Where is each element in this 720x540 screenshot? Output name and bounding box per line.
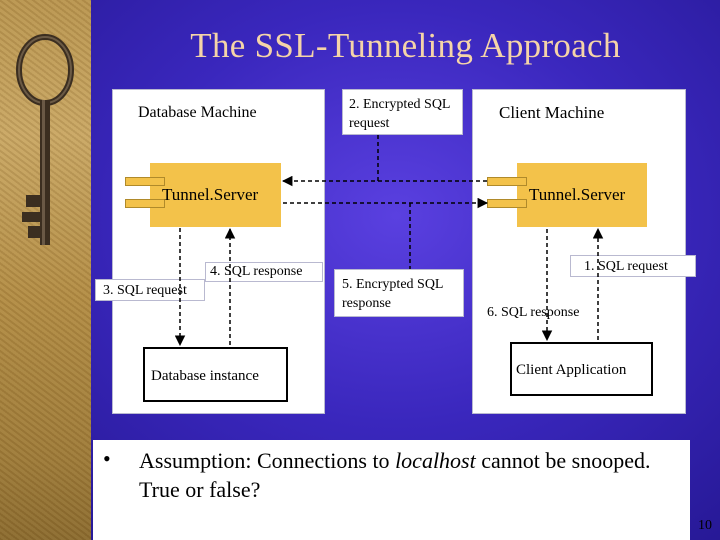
assumption-suffix: cannot be snooped. — [475, 448, 651, 473]
client-application-box: Client Application — [510, 342, 653, 396]
bullet-background — [93, 440, 690, 540]
page-number: 10 — [698, 518, 712, 533]
db-tunnel-connector-bottom — [125, 199, 165, 208]
db-tunnel-connector-top — [125, 177, 165, 186]
client-sql-response-label: 6. SQL response — [487, 305, 580, 320]
client-application-label: Client Application — [516, 362, 627, 378]
assumption-text: Assumption: Connections to localhost can… — [139, 446, 679, 504]
client-tunnel-connector-top — [487, 177, 527, 186]
database-instance-label: Database instance — [151, 368, 259, 384]
encrypted-response-label-panel — [334, 269, 464, 317]
db-request-label-panel — [95, 279, 205, 301]
client-tunnel-server-label: Tunnel.Server — [529, 185, 626, 204]
client-request-label-panel — [570, 255, 696, 277]
encrypted-request-label: 2. Encrypted SQL request — [349, 97, 450, 131]
encrypted-request-label-panel — [342, 89, 463, 135]
client-machine-label: Client Machine — [499, 103, 605, 122]
db-tunnel-server-box — [150, 163, 281, 227]
db-response-label-panel — [205, 262, 323, 282]
wood-side-panel — [0, 0, 91, 540]
db-sql-request-label: 3. SQL request — [103, 283, 187, 298]
database-machine-label: Database Machine — [138, 104, 257, 121]
database-instance-box: Database instance — [143, 347, 288, 402]
db-sql-response-label: 4. SQL response — [210, 264, 303, 279]
slide-title: The SSL-Tunneling Approach — [190, 26, 621, 65]
assumption-question: True or false? — [139, 477, 261, 502]
assumption-prefix: Assumption: Connections to — [139, 448, 396, 473]
client-tunnel-server-box — [517, 163, 647, 227]
assumption-emphasis: localhost — [395, 448, 476, 473]
db-tunnel-server-label: Tunnel.Server — [162, 185, 259, 204]
encrypted-response-label: 5. Encrypted SQL response — [342, 277, 443, 311]
bullet-point: • — [103, 446, 111, 471]
antique-key-icon — [16, 34, 74, 245]
client-sql-request-label: 1. SQL request — [584, 259, 668, 274]
